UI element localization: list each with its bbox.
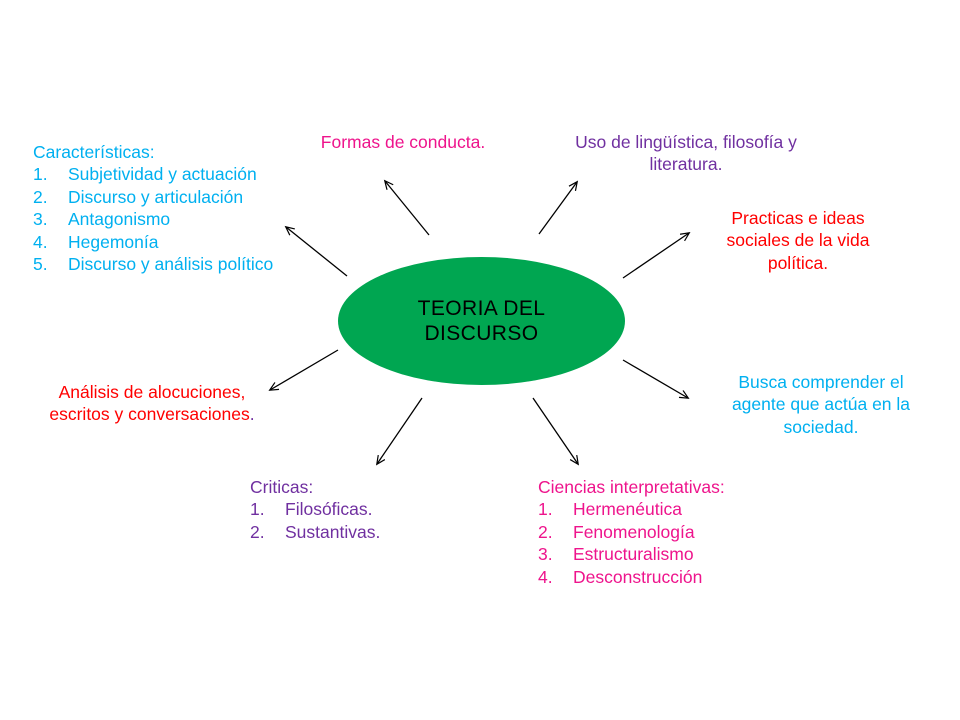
list-item-label: Hegemonía: [68, 231, 159, 252]
arrow-to-uso: [538, 182, 577, 235]
node-analisis-text: Análisis de alocuciones, escritos y conv…: [49, 382, 250, 425]
list-item-number: 3.: [538, 544, 553, 565]
list-item: 5. Discurso y análisis político: [33, 253, 303, 275]
list-item-label: Estructuralismo: [573, 544, 694, 565]
arrow-to-busca: [622, 359, 688, 398]
node-formas-de-conducta: Formas de conducta.: [320, 132, 486, 152]
node-analisis-alocuciones: Análisis de alocuciones, escritos y conv…: [45, 381, 259, 426]
arrow-to-ciencias: [532, 397, 578, 464]
list-item-number: 3.: [33, 209, 48, 230]
node-criticas: Criticas: 1. Filosóficas. 2. Sustantivas…: [250, 476, 450, 543]
list-item-label: Discurso y articulación: [68, 186, 244, 207]
arrow-to-practicas: [622, 233, 689, 279]
list-item-number: 2.: [33, 186, 48, 207]
list-item-number: 1.: [538, 499, 553, 520]
list-item-number: 4.: [538, 566, 553, 587]
list-item-number: 1.: [250, 499, 265, 520]
list-item-label: Hermenéutica: [573, 499, 682, 520]
list-item: 4. Hegemonía: [33, 231, 303, 253]
arrow-to-analisis: [270, 349, 339, 390]
central-title-line2: DISCURSO: [424, 322, 539, 345]
node-analisis-period: .: [249, 404, 255, 425]
node-criticas-heading: Criticas:: [250, 477, 314, 497]
list-item-label: Sustantivas.: [285, 521, 381, 542]
list-item: 2. Sustantivas.: [250, 521, 450, 543]
list-item: 4. Desconstrucción: [538, 566, 788, 588]
list-item-number: 2.: [538, 521, 553, 542]
node-busca-comprender: Busca comprender el agente que actúa en …: [731, 372, 911, 437]
node-ciencias-heading: Ciencias interpretativas:: [538, 477, 725, 497]
list-item-label: Discurso y análisis político: [68, 254, 274, 275]
list-item: 2. Fenomenología: [538, 521, 788, 543]
list-item-label: Subjetividad y actuación: [68, 164, 257, 185]
list-item-label: Fenomenología: [573, 521, 695, 542]
list-item: 3. Estructuralismo: [538, 543, 788, 565]
list-item: 1. Hermenéutica: [538, 498, 788, 520]
list-item-number: 4.: [33, 231, 48, 252]
node-practicas-e-ideas: Practicas e ideas sociales de la vida po…: [726, 208, 870, 273]
list-item-label: Antagonismo: [68, 209, 171, 230]
list-item: 1. Subjetividad y actuación: [33, 163, 303, 185]
list-item: 1. Filosóficas.: [250, 498, 450, 520]
list-item-label: Filosóficas.: [285, 499, 373, 520]
list-item: 3. Antagonismo: [33, 208, 303, 230]
arrow-to-criticas: [377, 397, 423, 464]
list-item-number: 1.: [33, 164, 48, 185]
list-item-label: Desconstrucción: [573, 566, 703, 587]
central-title-line1: TEORIA DEL: [417, 297, 546, 320]
list-item-number: 5.: [33, 254, 48, 275]
node-uso-linguistica: Uso de lingüística, filosofía y literatu…: [575, 132, 797, 175]
list-item: 2. Discurso y articulación: [33, 186, 303, 208]
arrow-to-formas: [385, 181, 430, 236]
node-caracteristicas-heading: Características:: [33, 142, 155, 162]
central-node-title: TEORIA DEL DISCURSO: [418, 296, 546, 346]
node-caracteristicas: Características: 1. Subjetividad y actua…: [33, 141, 303, 275]
node-ciencias-interpretativas: Ciencias interpretativas: 1. Hermenéutic…: [538, 476, 788, 588]
list-item-number: 2.: [250, 521, 265, 542]
central-node-ellipse: TEORIA DEL DISCURSO: [338, 257, 625, 385]
